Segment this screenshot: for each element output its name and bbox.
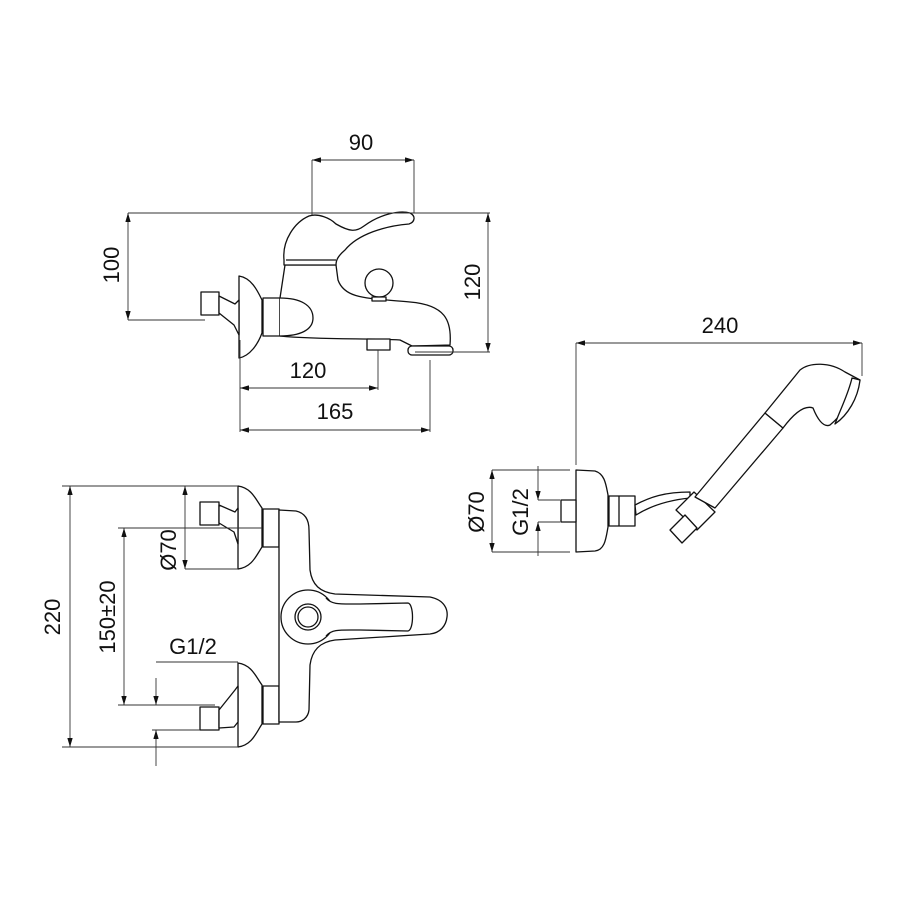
dim-center-distance: 150±20: [95, 580, 120, 653]
diverter-knob: [364, 268, 394, 298]
shower-head: [764, 363, 861, 429]
dim-240: 240: [702, 313, 739, 338]
knob-stem: [371, 296, 387, 302]
front-view-dimensions: 90 100 120 120 165: [99, 130, 491, 433]
bottom-outlet: [366, 338, 391, 351]
nut-top: [262, 508, 280, 548]
inlet-dome: [279, 297, 314, 337]
hose-thread: [669, 514, 698, 544]
top-view-dimensions: 220 Ø70 150±20 G1/2: [40, 485, 262, 766]
shower-head-face: [834, 377, 861, 425]
cone-bottom: [218, 685, 239, 729]
shower-handle: [694, 412, 784, 509]
inlet-nut: [262, 297, 281, 337]
shower-bracket-nut: [608, 495, 636, 527]
rosette-bottom: [237, 662, 263, 748]
spout-aerator: [407, 345, 454, 356]
shower-inlet-stub: [560, 499, 577, 523]
inlet-cone: [218, 295, 240, 336]
nut-bottom: [262, 685, 280, 725]
dim-220: 220: [40, 599, 65, 636]
inlet-connector: [200, 291, 220, 316]
shower-wall-bracket: [575, 469, 609, 553]
shower-set: [560, 363, 861, 553]
dim-90: 90: [349, 130, 373, 155]
faucet-body: [279, 264, 451, 347]
cone-top: [218, 504, 239, 545]
connector-bottom: [199, 706, 220, 731]
dim-shower-thread: G1/2: [508, 488, 533, 536]
dim-rosette-diameter: Ø70: [156, 529, 181, 571]
faucet-cap: [283, 211, 415, 266]
connector-top: [199, 501, 220, 526]
dim-120-height: 120: [460, 264, 485, 301]
rosette-top: [237, 485, 263, 570]
top-view-faucet: [199, 485, 448, 748]
dim-165: 165: [317, 399, 354, 424]
wall-rosette: [238, 275, 263, 359]
shower-dimensions: 240 Ø70 G1/2: [464, 313, 863, 556]
dim-120-depth: 120: [290, 358, 327, 383]
dim-thread: G1/2: [169, 634, 217, 659]
handle-slot: [325, 597, 414, 637]
front-view-faucet: [200, 211, 454, 359]
dim-100: 100: [99, 247, 124, 284]
dim-shower-rosette: Ø70: [464, 491, 489, 533]
handle-screw-inner: [297, 606, 319, 628]
